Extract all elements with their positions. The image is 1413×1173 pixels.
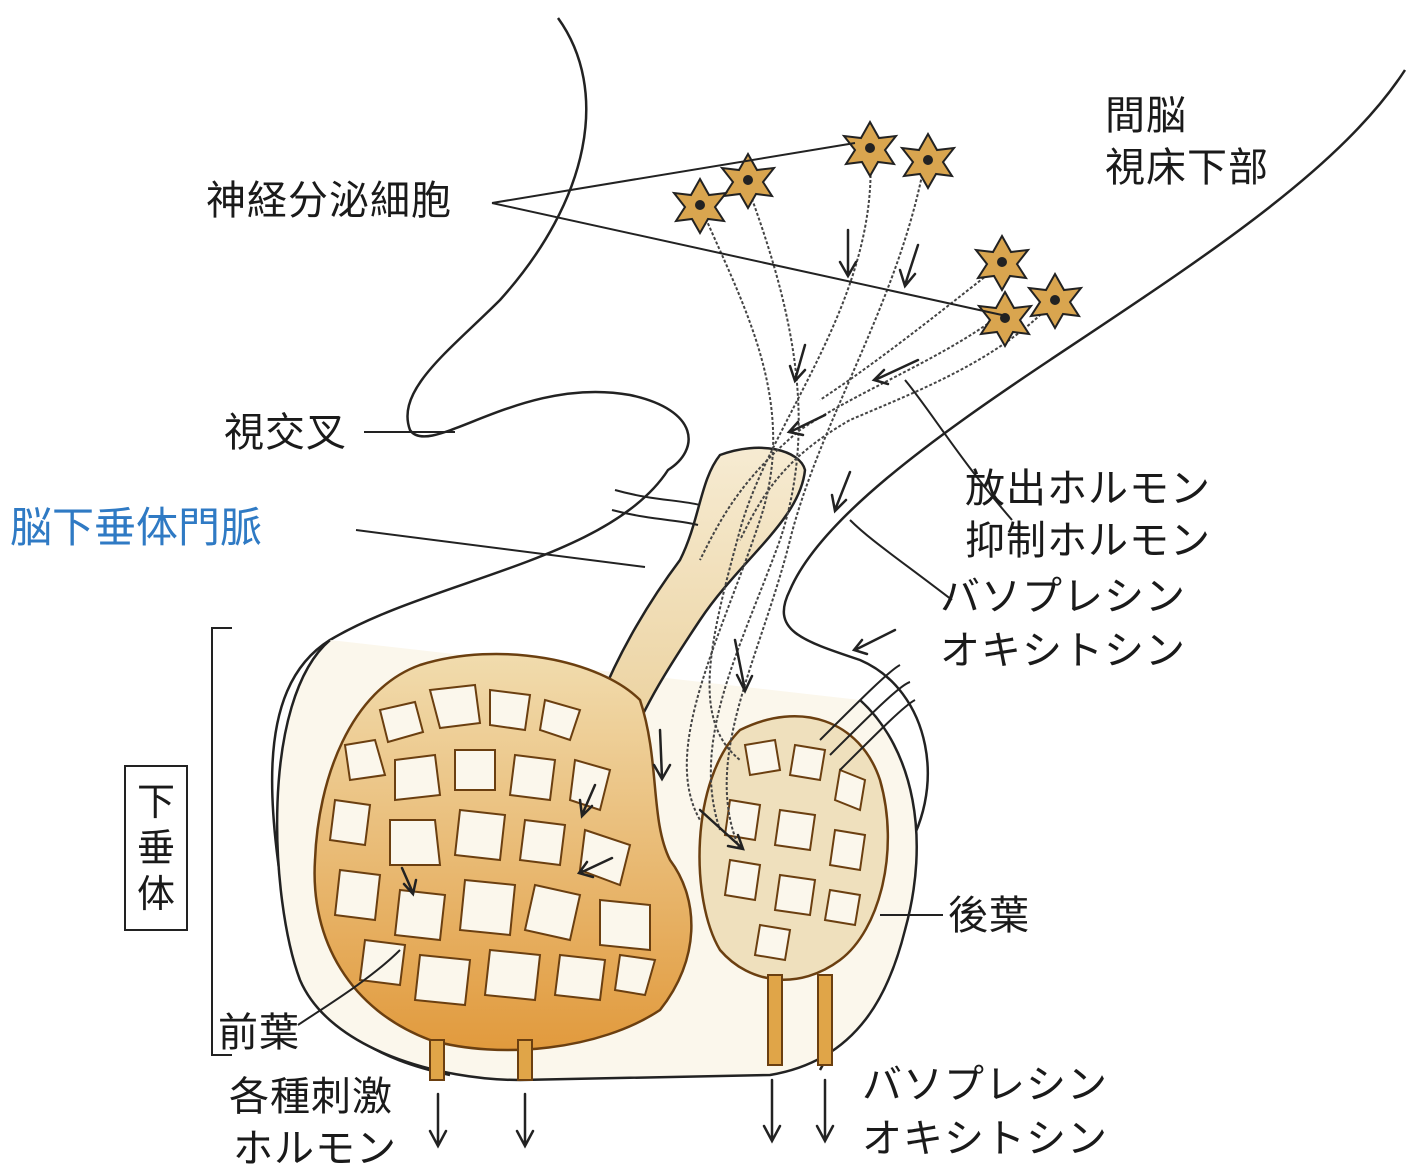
pituitary-char-3: 体	[126, 871, 186, 917]
label-various-stimulating: 各種刺激	[229, 1074, 393, 1121]
label-vasopressin-top: バソプレシン	[940, 574, 1186, 621]
label-diencephalon: 間脳	[1105, 93, 1187, 140]
label-oxytocin-bottom: オキシトシン	[862, 1116, 1108, 1163]
label-oxytocin-top: オキシトシン	[940, 628, 1186, 675]
label-inhibiting-hormone: 抑制ホルモン	[965, 518, 1211, 565]
neuron-cell	[722, 154, 774, 208]
neuron-cell	[844, 122, 896, 176]
label-portal-vessels: 脳下垂体門脈	[10, 503, 262, 553]
label-neurosecretory-cells: 神経分泌細胞	[206, 178, 452, 225]
neuron-cell	[902, 134, 954, 188]
pituitary-char-1: 下	[126, 779, 186, 825]
label-hormones: ホルモン	[233, 1126, 397, 1173]
portal-inflow	[612, 490, 700, 525]
neuron-cell	[976, 236, 1028, 290]
label-posterior-lobe: 後葉	[948, 893, 1030, 940]
label-optic-chiasm: 視交叉	[224, 410, 347, 457]
label-vasopressin-bottom: バソプレシン	[862, 1062, 1108, 1109]
label-hypothalamus: 視床下部	[1105, 145, 1269, 192]
label-releasing-hormone: 放出ホルモン	[965, 466, 1211, 513]
pituitary-stalk	[600, 448, 805, 720]
neuron-cell	[1029, 274, 1081, 328]
neuron-cell	[674, 179, 726, 233]
label-anterior-lobe: 前葉	[218, 1010, 300, 1057]
neuron-cell	[979, 292, 1031, 346]
pituitary-char-2: 垂	[126, 825, 186, 871]
neurosecretory-cells	[674, 122, 1081, 346]
label-pituitary-box: 下 垂 体	[124, 765, 188, 931]
